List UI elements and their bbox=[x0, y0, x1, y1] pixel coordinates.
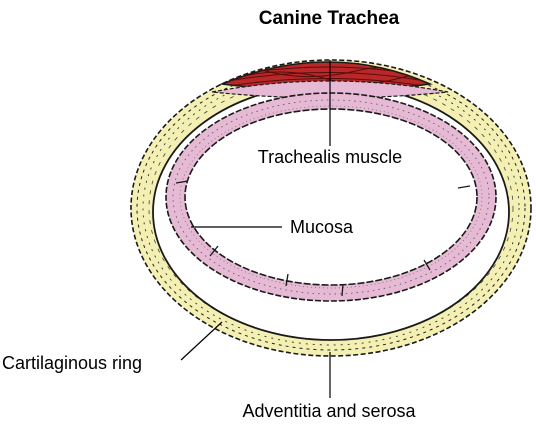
mucosa-layer bbox=[165, 92, 497, 302]
trachealis-label: Trachealis muscle bbox=[258, 147, 402, 167]
adventitia-label: Adventitia and serosa bbox=[242, 401, 416, 421]
mucosa-label: Mucosa bbox=[290, 217, 354, 237]
diagram-title: Canine Trachea bbox=[259, 8, 400, 29]
cartilage-label: Cartilaginous ring bbox=[2, 353, 142, 373]
cartilage-leader bbox=[180, 321, 223, 361]
